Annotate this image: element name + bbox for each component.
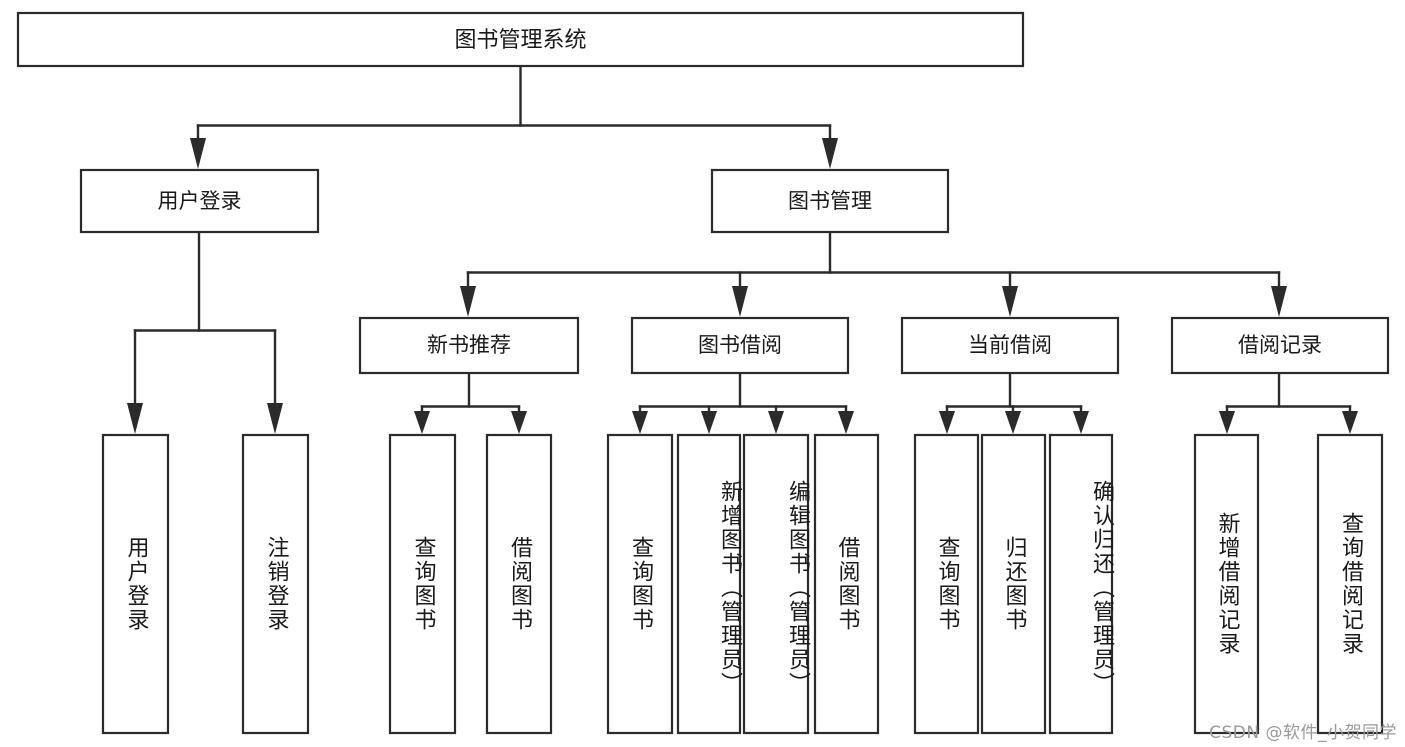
arrow-cb-return-book [1005, 411, 1021, 434]
leaf-box-query-record[interactable] [1316, 433, 1384, 735]
arrow-to-book-manage [822, 138, 838, 169]
arrow-cb-confirm-return [1073, 411, 1089, 434]
leaf-box-borrow-book-nbr[interactable] [485, 433, 553, 735]
leaf-box-confirm-return[interactable] [1048, 433, 1114, 735]
arrow-nbr-query-book [414, 411, 430, 434]
leaf-box-add-book[interactable] [676, 433, 742, 735]
node-borrow-record[interactable]: 借阅记录 [1170, 316, 1390, 375]
arrow-cb-query-book [939, 411, 955, 434]
arrow-bb-edit-book [768, 411, 784, 434]
connector-group-borrow-record [1219, 371, 1358, 434]
arrow-to-leaf-user-login [127, 403, 143, 434]
connector-group-root [190, 64, 838, 169]
arrow-to-new-book-rec [460, 286, 476, 317]
book-borrow-box[interactable] [630, 316, 850, 375]
connector-group-book-manage [460, 230, 1287, 317]
leaf-boxes [101, 433, 1384, 735]
borrow-record-label: 借阅记录 [1238, 333, 1322, 357]
book-manage-label: 图书管理 [788, 189, 872, 213]
connector-group-current-borrow [939, 371, 1089, 434]
leaf-box-return-book[interactable] [980, 433, 1047, 735]
new-book-rec-label: 新书推荐 [427, 333, 511, 357]
node-book-borrow[interactable]: 图书借阅 [630, 316, 850, 375]
user-login-label: 用户登录 [158, 189, 242, 213]
arrow-br-query-record [1342, 411, 1358, 434]
leaf-box-query-book-bb[interactable] [606, 433, 674, 735]
leaf-box-query-book-nbr[interactable] [388, 433, 457, 735]
arrow-to-current-borrow [1002, 286, 1018, 317]
borrow-record-box[interactable] [1170, 316, 1390, 375]
connector-group-book-borrow [632, 371, 854, 434]
csdn-watermark: CSDN @软件_小贺同学 [1209, 723, 1397, 743]
arrow-to-borrow-record [1271, 286, 1287, 317]
book-manage-box[interactable] [710, 168, 950, 234]
arrow-to-user-login [190, 138, 206, 169]
node-user-login[interactable]: 用户登录 [79, 168, 320, 234]
node-root[interactable]: 图书管理系统 [16, 11, 1025, 68]
arrow-bb-borrow-book [838, 411, 854, 434]
leaf-box-edit-book[interactable] [742, 433, 810, 735]
arrow-bb-query-book [632, 411, 648, 434]
connector-group-new-book-rec [414, 371, 527, 434]
arrow-bb-add-book [701, 411, 717, 434]
new-book-rec-box[interactable] [358, 316, 580, 375]
leaf-box-logout[interactable] [241, 433, 310, 735]
arrow-nbr-borrow-book [511, 411, 527, 434]
node-current-borrow[interactable]: 当前借阅 [900, 316, 1120, 375]
node-book-manage[interactable]: 图书管理 [710, 168, 950, 234]
root-box[interactable] [16, 11, 1025, 68]
current-borrow-box[interactable] [900, 316, 1120, 375]
user-login-box[interactable] [79, 168, 320, 234]
arrow-br-add-record [1219, 411, 1235, 434]
arrow-to-book-borrow [732, 286, 748, 317]
leaf-box-borrow-book-bb[interactable] [813, 433, 880, 735]
connector-group-user-login [127, 230, 283, 434]
node-new-book-rec[interactable]: 新书推荐 [358, 316, 580, 375]
root-label: 图书管理系统 [454, 28, 586, 53]
leaf-box-user-login[interactable] [101, 433, 170, 735]
book-borrow-label: 图书借阅 [698, 333, 782, 357]
leaf-box-add-record[interactable] [1193, 433, 1260, 735]
current-borrow-label: 当前借阅 [968, 333, 1052, 357]
leaf-box-query-book-cb[interactable] [913, 433, 980, 735]
arrow-to-leaf-logout [267, 403, 283, 434]
